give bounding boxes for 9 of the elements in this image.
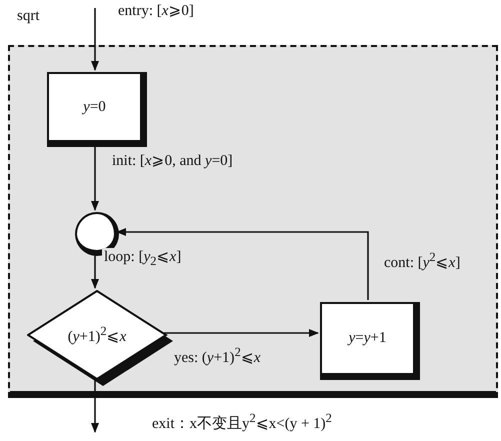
arrow — [116, 228, 369, 300]
edge-label: entry: [x⩾0] — [116, 2, 196, 20]
edge-label: init: [x⩾0, and y=0] — [110, 152, 235, 170]
arrow — [91, 144, 99, 211]
arrow — [91, 253, 99, 289]
process-box: y=y+1 — [320, 302, 420, 380]
process-box: y=0 — [47, 72, 147, 147]
arrow — [91, 8, 99, 71]
arrow — [164, 329, 319, 337]
